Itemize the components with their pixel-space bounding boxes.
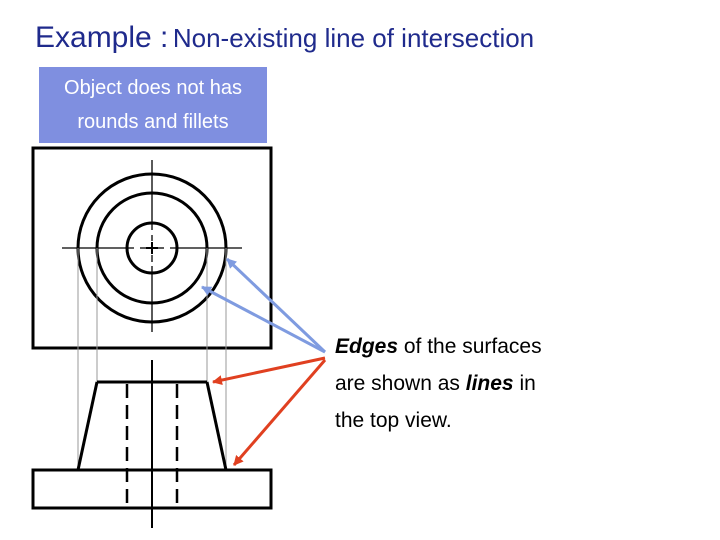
- note-edges: Edges: [335, 335, 399, 358]
- note-text-3: in: [519, 372, 536, 395]
- centerlines: [62, 160, 242, 332]
- arrow-front-lower: [232, 359, 327, 466]
- note-text-1: of the surfaces: [403, 335, 542, 358]
- note-text-2: are shown as: [335, 372, 460, 395]
- slide-title: Example : Non-existing line of intersect…: [35, 18, 534, 63]
- title-text: Non-existing line of intersection: [172, 23, 535, 53]
- note-line-3: the top view.: [335, 409, 452, 432]
- note-lines: lines: [465, 372, 514, 395]
- top-view: [31, 146, 273, 350]
- projection-lines: [77, 248, 227, 470]
- top-view-outline: [31, 146, 273, 350]
- arrows: [201, 257, 327, 466]
- front-view: [31, 360, 273, 528]
- boss-right-edge: [205, 381, 228, 471]
- arrow-top-inner: [201, 285, 326, 354]
- center-mark: [146, 242, 158, 254]
- title-lead: Example :: [35, 21, 169, 54]
- callout-line-2: rounds and fillets: [77, 111, 229, 133]
- explanation-text: Edges of the surfaces are shown as lines…: [335, 328, 595, 439]
- callout-line-1: Object does not has: [64, 77, 242, 99]
- arrow-front-upper: [212, 356, 326, 386]
- callout-box: Object does not has rounds and fillets: [39, 67, 267, 143]
- boss-left-edge: [76, 381, 99, 471]
- arrow-top-outer: [225, 257, 327, 354]
- note-line-1: Edges of the surfaces: [335, 328, 595, 365]
- note-line-2: are shown as lines in: [335, 365, 595, 402]
